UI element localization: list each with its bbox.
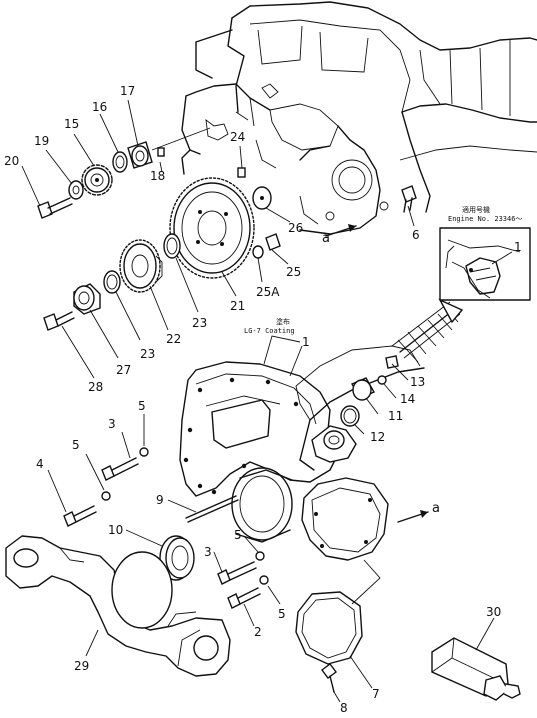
bushing-17: [127, 141, 153, 169]
bolt-25: [265, 233, 281, 251]
callout-25: 25: [286, 265, 302, 279]
cam-gear-21: [169, 177, 255, 279]
callout-3-upper: 3: [108, 417, 116, 431]
coating-note-en: LG-7 Coating: [244, 327, 295, 335]
leader-lines: [21, 99, 513, 703]
callout-7: 7: [372, 687, 380, 701]
oil-filler-detail-outline: [295, 345, 425, 471]
reference-arrow-a-lower: [397, 510, 429, 523]
serial-note-jp: 適用号機: [462, 206, 490, 214]
front-support-29: [5, 535, 231, 677]
bolt-28: [43, 311, 75, 331]
inset-pointer-arrow: [391, 298, 464, 363]
seal-housing: [231, 467, 293, 543]
callout-4: 4: [36, 457, 44, 471]
pin-18: [157, 147, 165, 157]
serial-detail-inset: [439, 227, 531, 301]
coating-note-jp: 塗布: [276, 318, 290, 326]
callout-20: 20: [4, 154, 20, 168]
pin-24: [237, 167, 246, 178]
gear-15: [81, 164, 113, 196]
washer-5-upper: [139, 447, 149, 457]
callout-19: 19: [34, 134, 50, 148]
bolt-8: [321, 663, 337, 693]
callout-25a: 25A: [256, 285, 280, 299]
washer-5-left: [101, 491, 111, 501]
callout-21: 21: [230, 299, 246, 313]
oil-seal-10: [159, 535, 195, 581]
gasket-7: [295, 591, 363, 665]
callout-12: 12: [370, 430, 386, 444]
gear-case-1: [179, 361, 341, 497]
callout-30: 30: [486, 605, 502, 619]
callout-9: 9: [156, 493, 164, 507]
filler-cap-11: [351, 377, 375, 401]
bolt-13: [385, 355, 399, 369]
callout-11: 11: [388, 409, 404, 423]
idler-shaft-27: [73, 283, 101, 315]
callout-1-inset: 1: [514, 240, 522, 254]
callout-5-middle: 5: [234, 528, 242, 542]
bolt-20: [37, 197, 73, 219]
callout-26: 26: [288, 221, 304, 235]
callout-17: 17: [120, 84, 136, 98]
ring-23-lower: [103, 270, 121, 294]
callout-1: 1: [302, 335, 310, 349]
thrust-plate-26: [252, 186, 272, 210]
reference-arrow-a-upper: [325, 224, 357, 237]
callout-29: 29: [74, 659, 90, 673]
idler-gear-22: [119, 239, 163, 293]
callout-a-lower: a: [432, 501, 440, 516]
bolt-2: [227, 587, 261, 609]
callout-5-top: 5: [138, 399, 146, 413]
callout-5-bottom: 5: [278, 607, 286, 621]
washer-25a: [252, 245, 264, 259]
bolt-3-upper: [101, 457, 139, 481]
serial-note-en: Engine No. 23346～: [448, 215, 523, 223]
callout-23-upper: 23: [192, 316, 208, 330]
bolt-6: [401, 185, 417, 213]
shaft-centerline: [151, 127, 211, 151]
callout-22: 22: [166, 332, 182, 346]
tool-30: [431, 637, 521, 701]
callout-16: 16: [92, 100, 108, 114]
callout-18: 18: [150, 169, 166, 183]
washer-5-lower: [255, 551, 265, 561]
washer-19: [68, 180, 84, 200]
bolt-4: [63, 505, 97, 527]
callout-28: 28: [88, 380, 104, 394]
callout-8: 8: [340, 701, 348, 715]
callout-23-lower: 23: [140, 347, 156, 361]
callout-2: 2: [254, 625, 262, 639]
callout-13: 13: [410, 375, 426, 389]
washer-5-bottom: [259, 575, 269, 585]
callout-10: 10: [108, 523, 124, 537]
washer-14: [377, 375, 387, 385]
callout-3-lower: 3: [204, 545, 212, 559]
callout-5-left: 5: [72, 438, 80, 452]
bolt-3-lower: [217, 561, 257, 585]
callout-a-upper: a: [322, 231, 330, 246]
bearing-16: [112, 151, 128, 173]
rod-9: [185, 495, 237, 519]
callout-27: 27: [116, 363, 132, 377]
callout-14: 14: [400, 392, 416, 406]
front-cover-plate: [301, 477, 389, 561]
callout-24: 24: [230, 130, 246, 144]
callout-6: 6: [412, 228, 420, 242]
ring-23-upper: [163, 233, 181, 259]
callout-15: 15: [64, 117, 80, 131]
